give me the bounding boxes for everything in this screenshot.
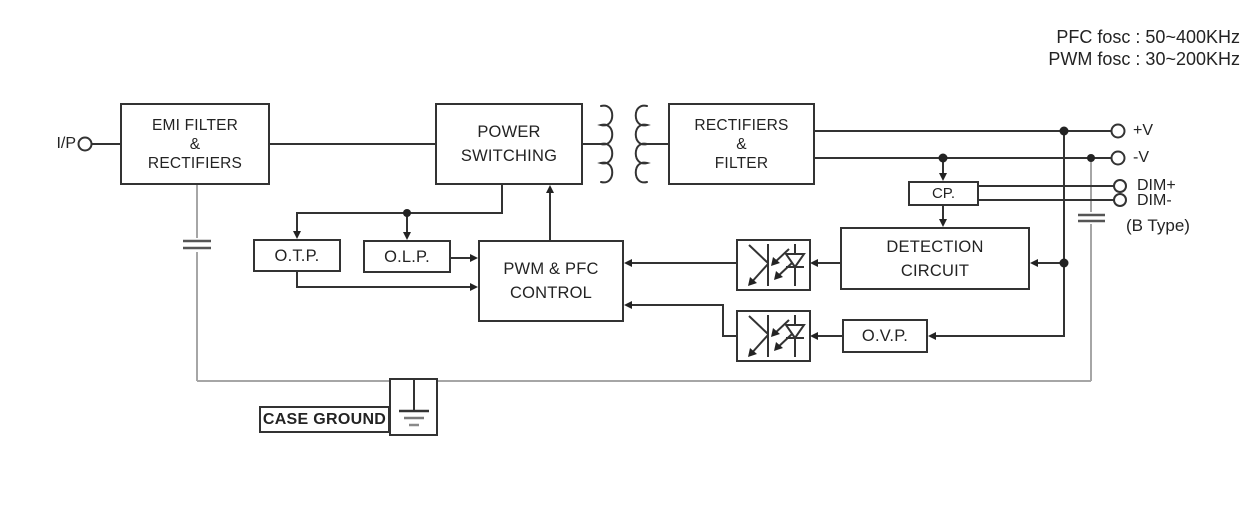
arrow-down-icon (939, 219, 947, 227)
dim-plus-label: DIM+ (1137, 177, 1176, 194)
circle-terminal-icon (1110, 123, 1126, 139)
junction-dot (1087, 154, 1095, 162)
block-rectifiers-filter: RECTIFIERS & FILTER (668, 103, 815, 185)
ground-return-wires (196, 159, 1092, 382)
circle-terminal-icon (1113, 179, 1127, 193)
phototransistor-collector (748, 244, 769, 264)
arrow-left-icon (624, 259, 632, 267)
primary-winding (597, 104, 614, 184)
block-pwm-pfc-control: PWM & PFC CONTROL (478, 240, 624, 322)
led-triangle (784, 253, 806, 269)
block-label: DETECTION (886, 237, 984, 256)
block-otp: O.T.P. (253, 239, 341, 272)
wire (296, 272, 472, 288)
b-type-label: (B Type) (1126, 216, 1190, 235)
block-power-switching: POWER SWITCHING (435, 103, 583, 185)
transformer-coils-icon (597, 104, 651, 184)
arrow-left-icon (810, 332, 818, 340)
block-ovp: O.V.P. (842, 319, 928, 353)
block-label: CIRCUIT (900, 261, 970, 280)
arrow-down-icon (939, 173, 947, 181)
earth-ground-icon (389, 378, 438, 436)
junction-dot (403, 209, 411, 217)
arrow-right-icon (470, 283, 478, 291)
junction-dot (938, 153, 948, 163)
junction-dots (403, 126, 1095, 268)
block-label: O.L.P. (384, 247, 430, 266)
arrow-left-icon (928, 332, 936, 340)
block-label: EMI FILTER (151, 116, 239, 134)
block-emi-filter: EMI FILTER & RECTIFIERS (120, 103, 270, 185)
circle-terminal-icon (1113, 193, 1127, 207)
block-label: PWM & PFC (503, 260, 599, 278)
arrow-left-icon (810, 259, 818, 267)
block-label: RECTIFIERS (147, 154, 243, 172)
block-label: O.T.P. (274, 246, 320, 265)
circle-terminal-icon (1110, 150, 1126, 166)
arrow-diagonal-icon (748, 277, 757, 286)
wire (296, 185, 503, 233)
block-olp: O.L.P. (363, 240, 451, 273)
minus-v-label: -V (1133, 149, 1149, 166)
block-cp: CP. (908, 181, 979, 206)
block-label: SWITCHING (460, 147, 558, 165)
arrow-right-icon (470, 254, 478, 262)
block-label: RECTIFIERS (694, 116, 789, 134)
block-detection-circuit: DETECTION CIRCUIT (840, 227, 1030, 290)
terminals (77, 123, 1127, 207)
block-label: & (736, 135, 747, 153)
capacitor-icon (1078, 213, 1105, 223)
block-label: CONTROL (509, 284, 593, 302)
wire (630, 304, 737, 337)
dim-minus-label: DIM- (1137, 192, 1172, 209)
pfc-frequency-note: PFC fosc : 50~400KHz (1056, 27, 1240, 47)
junction-dot (1059, 258, 1069, 268)
arrow-diagonal-icon (774, 271, 783, 280)
input-terminal-label: I/P (56, 135, 76, 152)
block-label: & (189, 135, 201, 153)
arrow-left-icon (624, 301, 632, 309)
arrow-down-icon (403, 232, 411, 240)
block-label: O.V.P. (861, 327, 909, 345)
block-label: CP. (931, 185, 956, 202)
capacitor-icon (183, 239, 211, 250)
case-ground-label-box: CASE GROUND (259, 406, 390, 433)
arrow-up-icon (546, 185, 554, 193)
junction-dot (1059, 126, 1069, 136)
block-label: FILTER (714, 154, 769, 172)
arrow-diagonal-icon (771, 257, 780, 266)
wire (934, 131, 1065, 337)
plus-v-label: +V (1133, 122, 1154, 139)
arrowheads (293, 173, 1038, 340)
arrow-down-icon (293, 231, 301, 239)
optocoupler-icon (736, 239, 811, 291)
block-label: POWER (477, 123, 541, 141)
circle-terminal-icon (77, 136, 93, 152)
case-ground-label: CASE GROUND (262, 410, 387, 428)
arrow-left-icon (1030, 259, 1038, 267)
pwm-frequency-note: PWM fosc : 30~200KHz (1048, 49, 1240, 69)
optocoupler-icon (736, 310, 811, 362)
secondary-winding (634, 104, 651, 184)
